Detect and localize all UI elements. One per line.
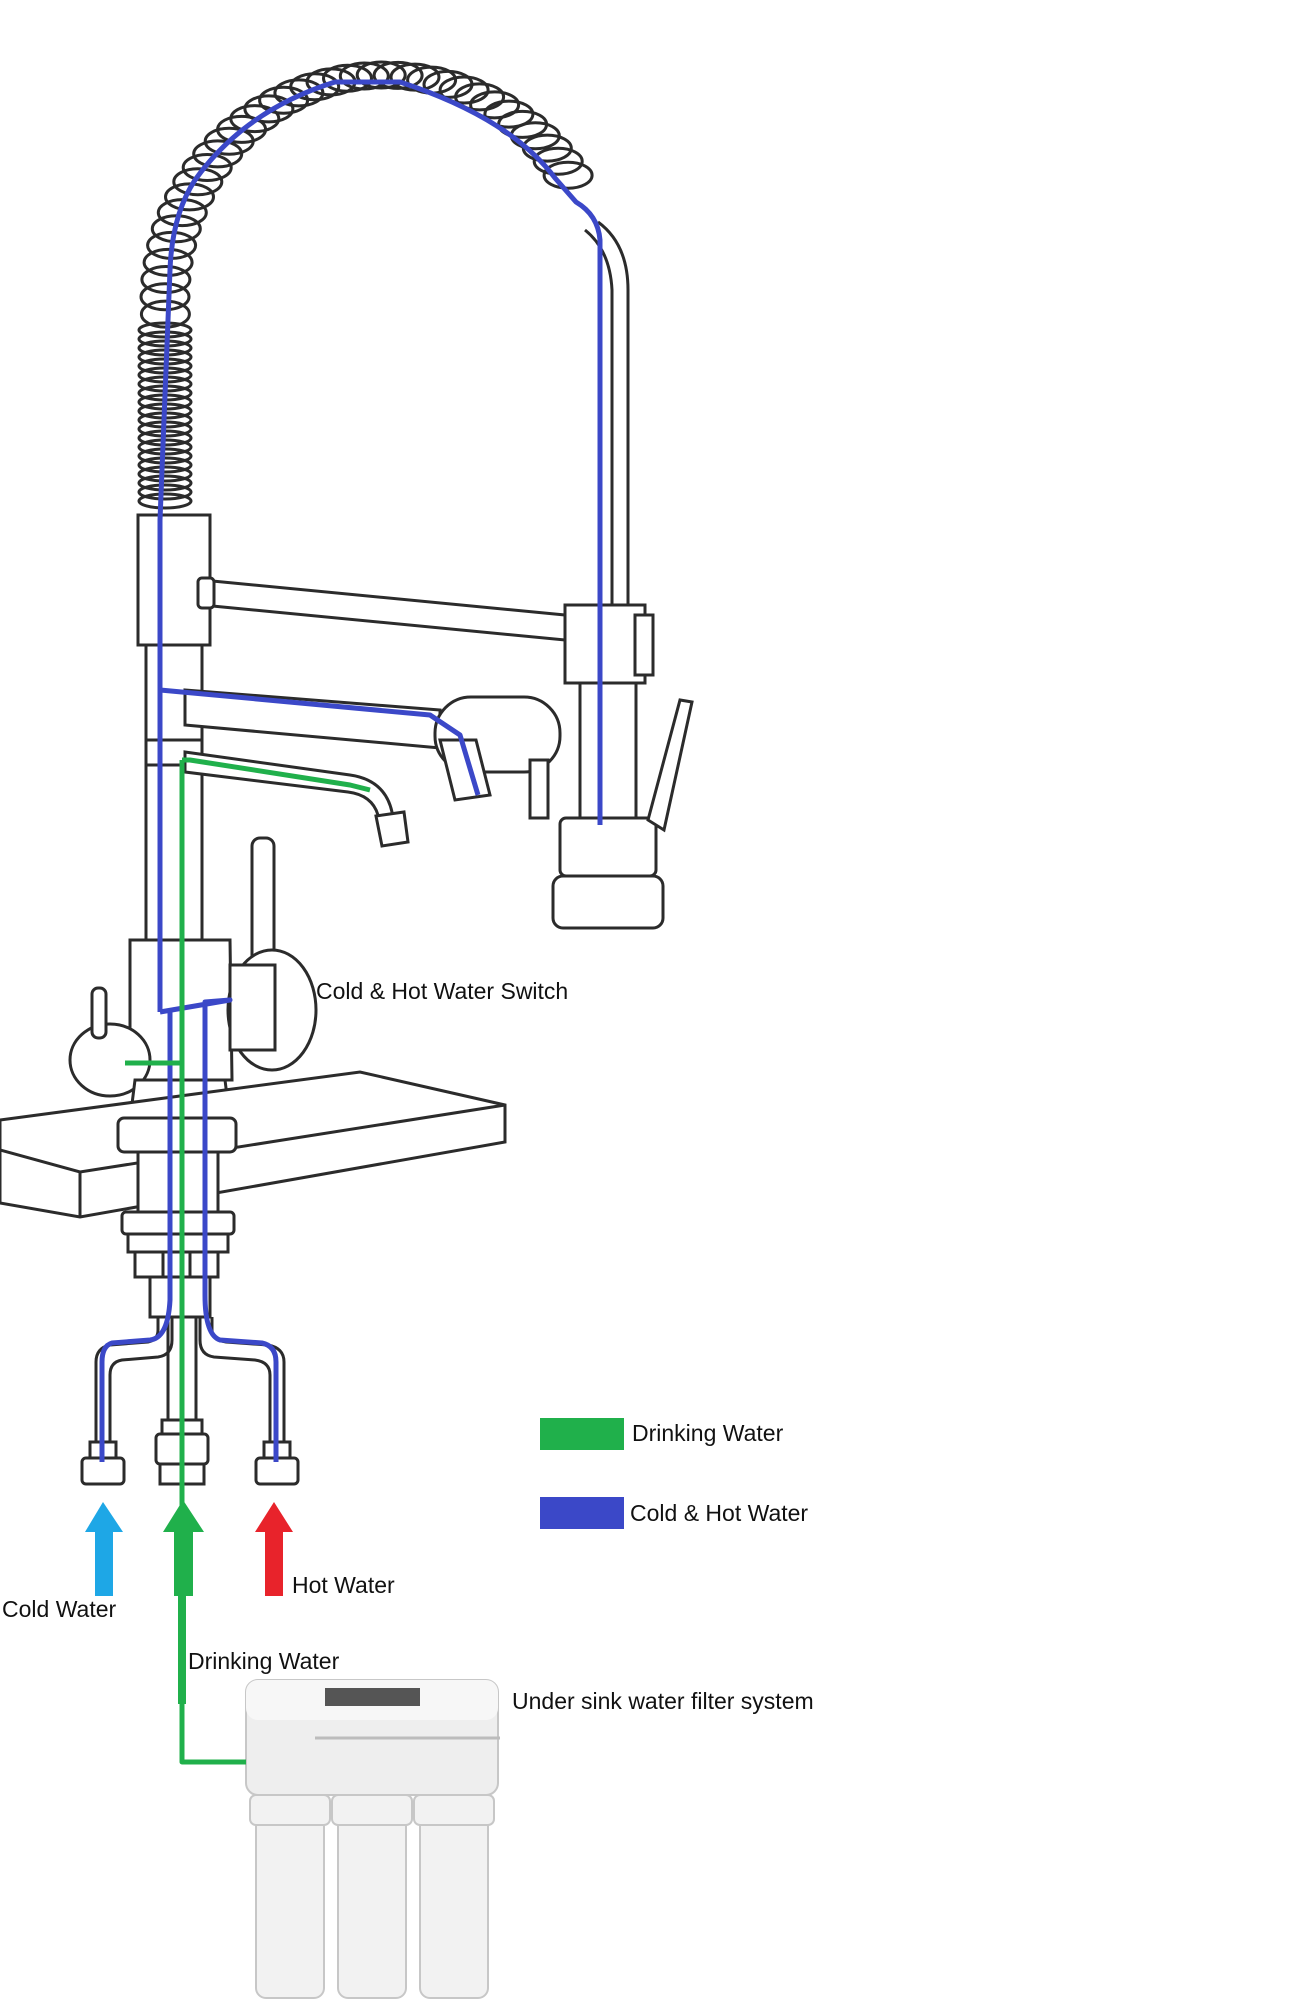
coil-ring [338, 61, 390, 91]
mixed-water-line [99, 79, 603, 1462]
coil-ring [243, 94, 295, 124]
label-switch: Cold & Hot Water Switch [316, 978, 569, 1004]
cold-water-arrow [85, 1502, 123, 1596]
coil-ring [532, 146, 584, 176]
drinking-water-arrow [163, 1500, 204, 1704]
drinking-water-line [125, 757, 371, 1765]
legend-swatch-drinking [540, 1418, 624, 1450]
hose-fittings [80, 1418, 300, 1486]
label-filter-system: Under sink water filter system [512, 1688, 814, 1714]
coil-ring [137, 474, 193, 492]
legend-swatch-mixed [540, 1497, 624, 1529]
coil-ring [137, 465, 193, 483]
coil-ring [137, 483, 193, 501]
drinking-spout [183, 750, 410, 848]
coil-ring [438, 75, 490, 105]
coil-ring [454, 82, 506, 112]
upper-arm [196, 576, 567, 642]
coil-ring [469, 90, 521, 120]
label-cold-water: Cold Water [2, 1596, 117, 1622]
legend-label-drinking: Drinking Water [632, 1420, 784, 1446]
coil-ring [139, 282, 191, 312]
coil-ring [229, 104, 281, 134]
mounting-hardware [116, 1116, 238, 1319]
coil-ring [172, 167, 224, 197]
coil-ring [372, 60, 424, 90]
coil-ring [181, 153, 233, 182]
spring-coil [137, 60, 594, 510]
sprayer-holder [551, 603, 694, 930]
label-drinking-water: Drinking Water [188, 1648, 340, 1674]
filter-unit [245, 1679, 500, 1999]
legend-label-mixed: Cold & Hot Water [630, 1500, 809, 1526]
coil-ring [140, 265, 192, 294]
spout-tube [584, 220, 630, 610]
coil-ring [164, 182, 215, 212]
filter-cartridges [249, 1794, 495, 1999]
label-hot-water: Hot Water [292, 1572, 395, 1598]
coil-ring [355, 60, 407, 90]
coil-ring [542, 160, 594, 190]
coil-ring [137, 456, 193, 474]
countertop [0, 1070, 507, 1219]
coil-ring [137, 492, 193, 510]
hot-water-arrow [255, 1502, 293, 1596]
